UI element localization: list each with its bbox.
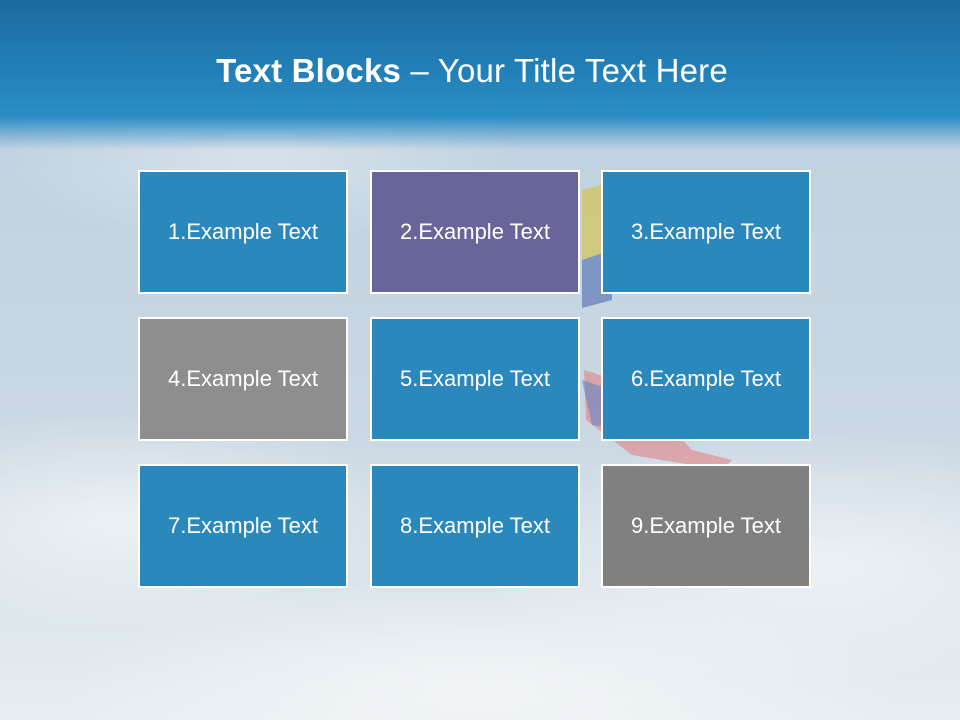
text-block-9[interactable]: 9.Example Text	[601, 464, 811, 588]
text-block-3[interactable]: 3.Example Text	[601, 170, 811, 294]
text-block-label: 9.Example Text	[630, 513, 781, 538]
text-block-label: 3.Example Text	[630, 219, 781, 244]
text-block-label: 7.Example Text	[167, 513, 318, 538]
title-bold: Text Blocks	[216, 52, 402, 89]
text-block-4[interactable]: 4.Example Text	[138, 317, 348, 441]
text-block-6[interactable]: 6.Example Text	[601, 317, 811, 441]
title-dash: –	[401, 52, 438, 89]
text-block-label: 4.Example Text	[167, 366, 318, 391]
text-block-label: 1.Example Text	[167, 219, 318, 244]
text-block-label: 2.Example Text	[399, 219, 550, 244]
title-rest: Your Title Text Here	[437, 52, 728, 89]
header-band	[0, 0, 960, 150]
text-block-label: 5.Example Text	[399, 366, 550, 391]
text-block-1[interactable]: 1.Example Text	[138, 170, 348, 294]
text-block-label: 8.Example Text	[399, 513, 550, 538]
text-block-8[interactable]: 8.Example Text	[370, 464, 580, 588]
text-block-label: 6.Example Text	[630, 366, 781, 391]
text-block-2[interactable]: 2.Example Text	[370, 170, 580, 294]
page-title: Text Blocks – Your Title Text Here	[0, 52, 944, 90]
text-block-grid: 1.Example Text 2.Example Text 3.Example …	[138, 170, 816, 594]
text-block-5[interactable]: 5.Example Text	[370, 317, 580, 441]
text-block-7[interactable]: 7.Example Text	[138, 464, 348, 588]
